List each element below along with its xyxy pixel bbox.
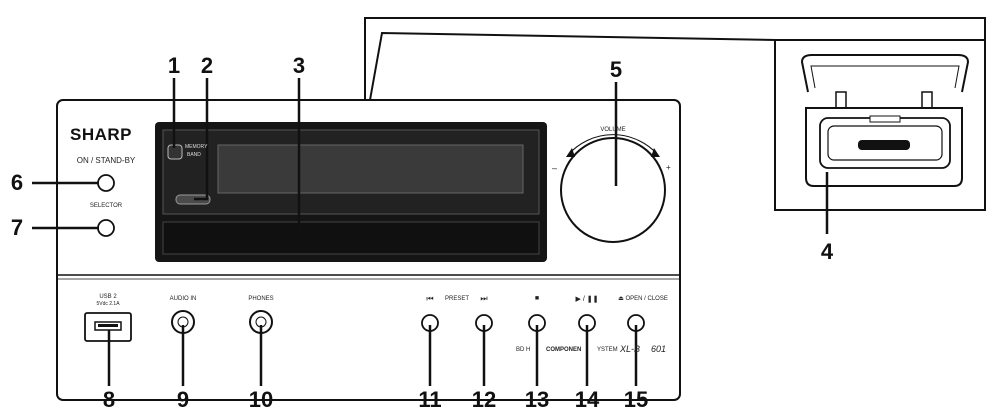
open-close-label: ⏏ OPEN / CLOSE <box>618 296 668 302</box>
on-standby-label: ON / STAND-BY <box>76 156 136 165</box>
next-symbol: ⏭ <box>480 294 488 303</box>
remote-sensor <box>175 194 211 205</box>
volume-label: VOLUME <box>600 127 626 133</box>
usb-tongue <box>98 324 118 327</box>
callout-9: 9 <box>176 387 190 412</box>
dock-connector-cutout <box>869 115 901 123</box>
callout-13: 13 <box>524 387 550 412</box>
selector-button <box>97 219 115 237</box>
prev-symbol: ⏮ <box>426 294 434 303</box>
phones-label: PHONES <box>248 296 274 302</box>
preset-label: PRESET <box>444 296 470 302</box>
play-pause-symbol: ▶ / ❚❚ <box>575 296 599 303</box>
callout-6: 6 <box>10 170 24 195</box>
dock-hinge-right <box>921 91 933 109</box>
selector-label: SELECTOR <box>89 203 123 209</box>
strip-text-a: BD H <box>516 347 531 353</box>
model-text: XL-B <box>620 344 641 354</box>
dock-hinge-left <box>835 91 847 109</box>
dock-connector <box>858 140 910 150</box>
band-label: BAND <box>187 152 201 158</box>
volume-arc <box>567 134 659 156</box>
callout-3: 3 <box>292 53 306 78</box>
callout-2: 2 <box>200 53 214 78</box>
audio-in-label: AUDIO IN <box>169 296 197 302</box>
callout-15: 15 <box>623 387 649 412</box>
on-standby-button <box>97 174 115 192</box>
callout-7: 7 <box>10 215 24 240</box>
volume-plus: + <box>666 163 671 172</box>
disc-slot <box>162 221 540 255</box>
leader-2 <box>194 78 209 201</box>
callout-8: 8 <box>102 387 116 412</box>
volume-minus: – <box>552 163 558 173</box>
callout-12: 12 <box>471 387 497 412</box>
callout-1: 1 <box>167 53 181 78</box>
display-window <box>217 144 524 194</box>
callout-10: 10 <box>248 387 274 412</box>
dock-lid-inner <box>810 65 960 89</box>
usb-spec: 5Vdc 2.1A <box>96 301 120 307</box>
usb-title: USB 2 <box>99 294 117 300</box>
dock-lid <box>800 54 970 93</box>
stop-symbol: ■ <box>534 295 540 302</box>
callout-14: 14 <box>574 387 600 412</box>
strip-text-c: YSTEM <box>597 347 618 353</box>
callout-4: 4 <box>820 239 834 264</box>
volume-arc-arrow-right <box>651 148 660 157</box>
model-tail: 601 <box>651 344 667 354</box>
callout-5: 5 <box>609 57 623 82</box>
strip-text-b: COMPONEN <box>546 347 582 353</box>
volume-arc-arrow-left <box>566 148 575 157</box>
callout-11: 11 <box>418 387 442 412</box>
brand-logo: SHARP <box>70 125 133 144</box>
memory-label: MEMORY <box>185 144 208 150</box>
volume-knob <box>560 137 666 243</box>
